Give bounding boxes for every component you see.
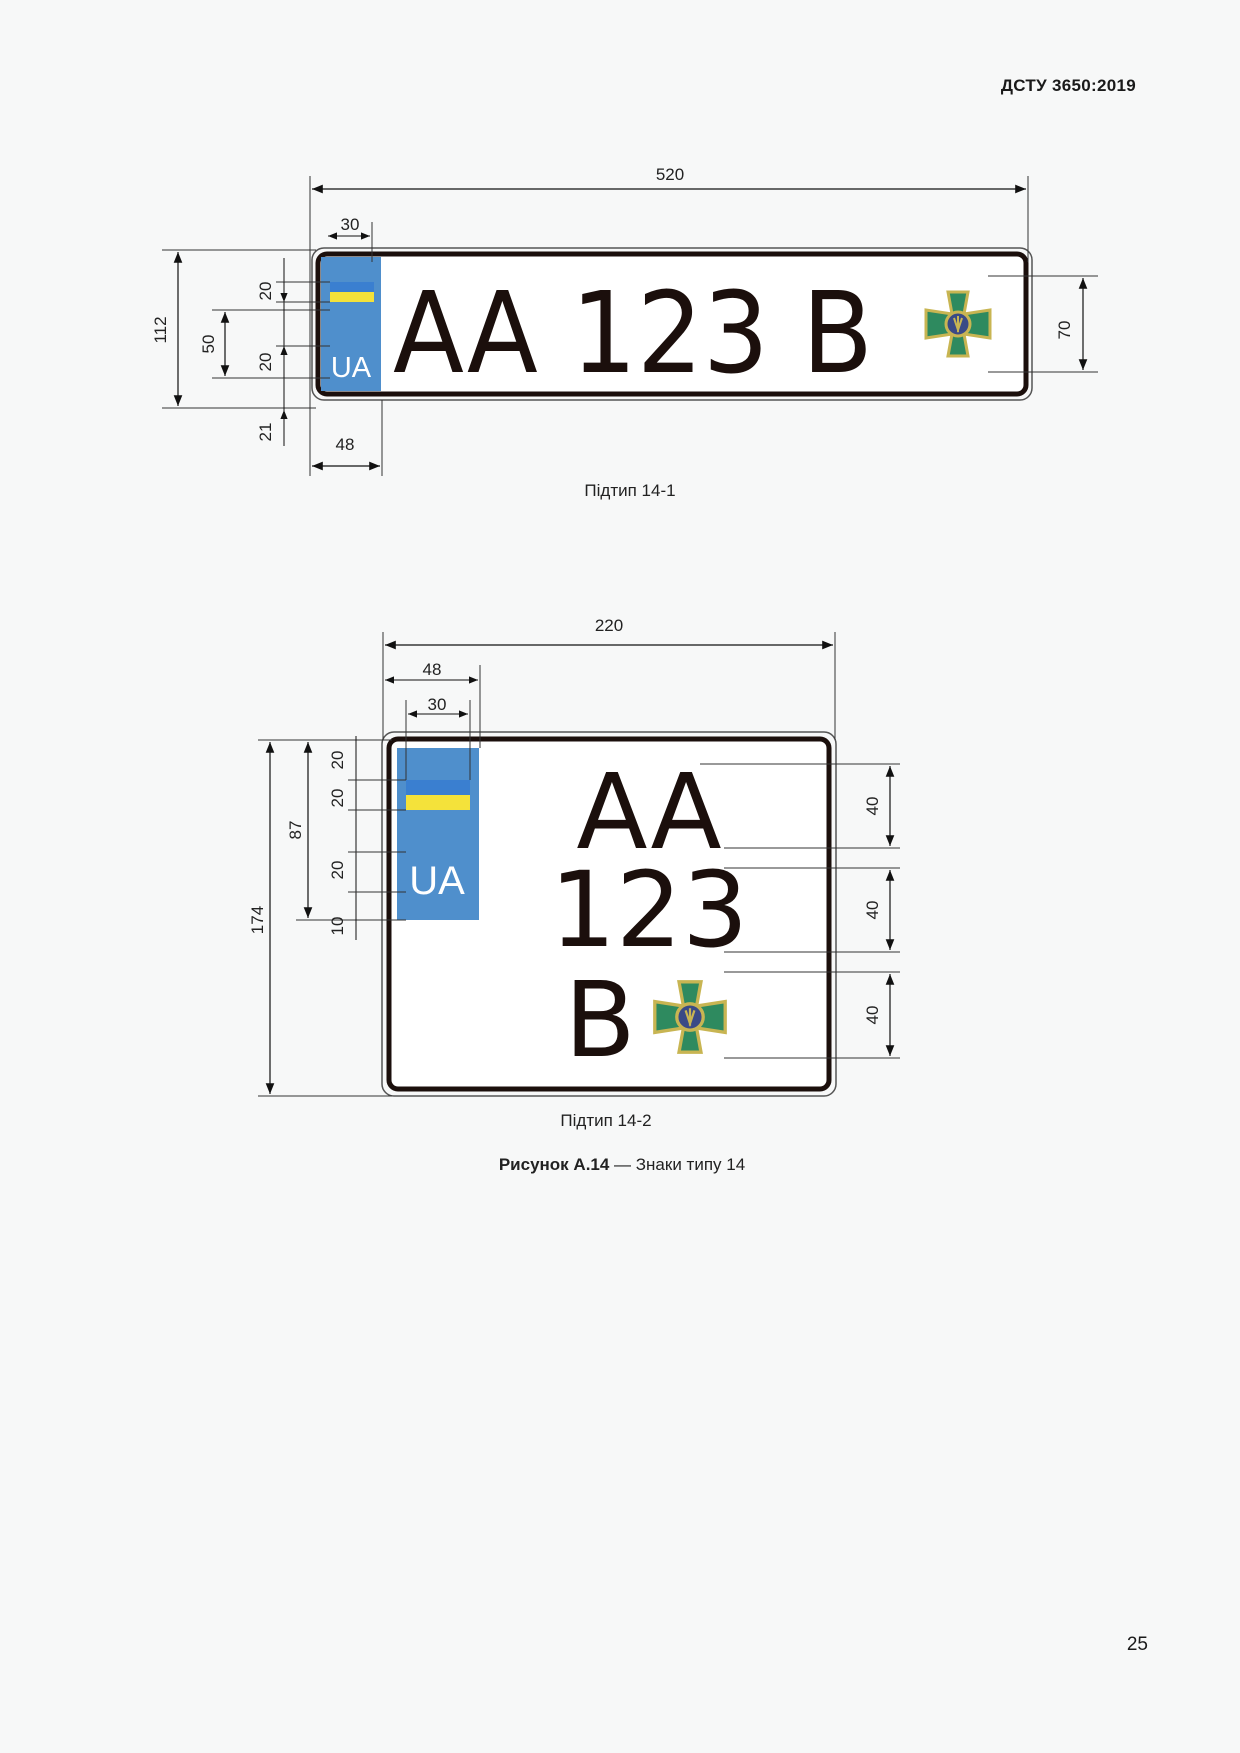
dim2-flag-height: 20: [328, 789, 347, 808]
flag2-blue: [406, 780, 470, 795]
page-number: 25: [1126, 1634, 1148, 1655]
plate-border: [315, 251, 1029, 397]
dim-plate-height: 112: [151, 316, 170, 343]
plate2-line1: AA: [576, 751, 721, 873]
dim-char-height: 70: [1055, 321, 1074, 340]
plate2-line3: B: [564, 959, 635, 1081]
caption-subtype-14-1: Підтип 14-1: [584, 481, 675, 500]
dim2-band-width: 48: [423, 660, 442, 679]
flag-blue: [330, 282, 374, 292]
dim2-plate-height: 174: [248, 906, 267, 934]
plate-ua-label: UA: [331, 352, 372, 384]
figure-subtype-14-1: UA AA 123 B 520 30 48 112: [151, 165, 1098, 500]
plate2-ua-label: UA: [409, 859, 465, 903]
dim-bottom-margin: 21: [256, 423, 275, 442]
plate2-line2: 123: [550, 849, 749, 971]
dim2-row1: 40: [863, 797, 882, 816]
plate-outer-edge: [311, 247, 1033, 401]
flag2-yellow: [406, 795, 470, 810]
dim2-plate-width: 220: [595, 616, 623, 635]
figure-caption-label: Рисунок А.14: [499, 1155, 610, 1174]
dim-band-section: 50: [199, 335, 218, 354]
dim2-row2: 40: [863, 901, 882, 920]
dim-flag-top: 20: [256, 282, 275, 301]
plate-ua-band: [321, 257, 381, 391]
flag-yellow: [330, 292, 374, 302]
dim-band-width: 48: [336, 435, 355, 454]
dim2-ua-height: 20: [328, 861, 347, 880]
plate2-outer-edge: [381, 731, 837, 1097]
dim-ua-label: 20: [256, 353, 275, 372]
standard-code: ДСТУ 3650:2019: [1000, 76, 1136, 95]
dim2-top-margin: 20: [328, 751, 347, 770]
figure-subtype-14-2: UA AA 123 B 220 48 30 174: [248, 616, 900, 1130]
dim2-flag-width: 30: [428, 695, 447, 714]
plate2-ua-band: [397, 748, 479, 920]
figure-caption-text: — Знаки типу 14: [609, 1155, 745, 1174]
dim-plate-width: 520: [656, 165, 684, 184]
caption-subtype-14-2: Підтип 14-2: [560, 1111, 651, 1130]
dim2-row3: 40: [863, 1006, 882, 1025]
figure-caption: Рисунок А.14 — Знаки типу 14: [499, 1155, 745, 1174]
dim2-band-height: 87: [286, 821, 305, 840]
plate-registration-text: AA 123 B: [393, 269, 873, 399]
dim-flag-width: 30: [341, 215, 360, 234]
dim2-bottom-gap: 10: [328, 917, 347, 936]
